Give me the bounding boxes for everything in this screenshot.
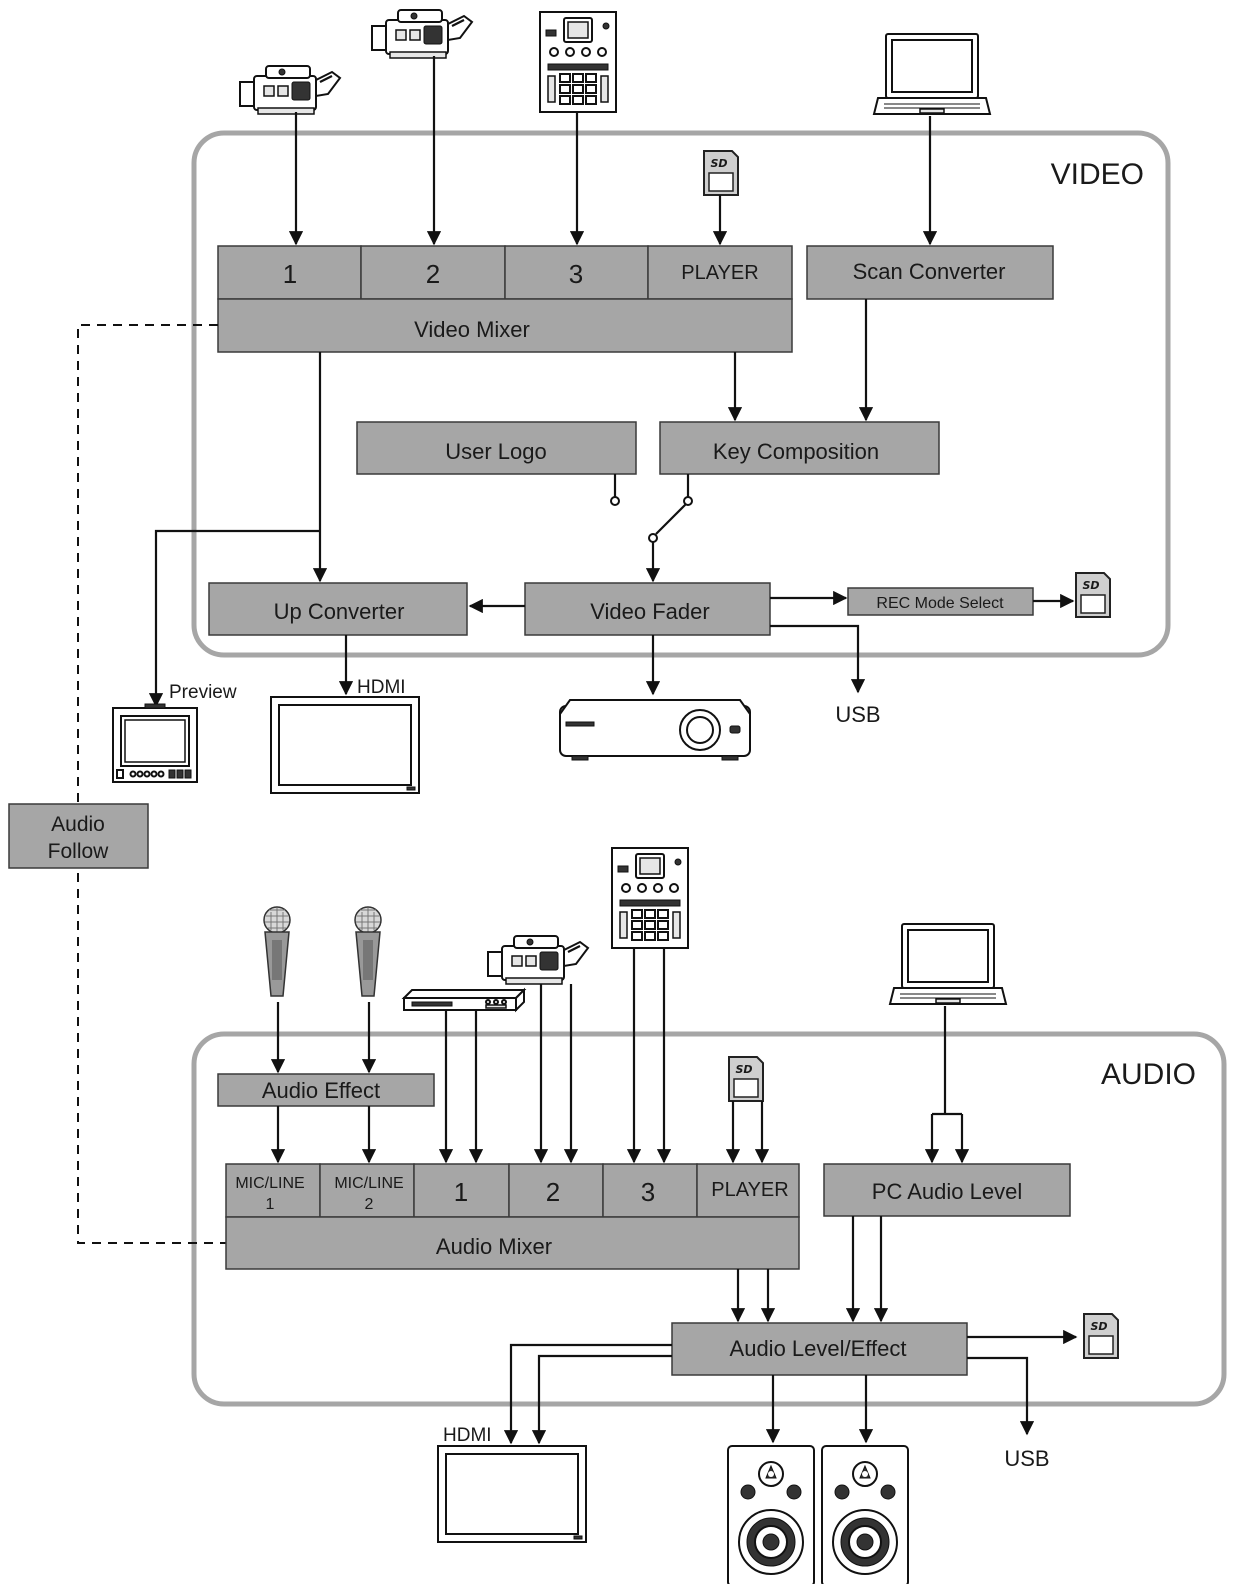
- video-input-row: 1 2 3 PLAYER: [218, 246, 792, 299]
- video-input-1-label: 1: [283, 259, 297, 289]
- fader-to-usb-line: [770, 626, 858, 692]
- audio-follow-dashed-link: [78, 325, 226, 1243]
- sd-card-audio-rec-icon: [1084, 1314, 1118, 1358]
- preview-label: Preview: [169, 682, 237, 703]
- audio-input-mic1-label: MIC/LINE: [235, 1175, 304, 1192]
- video-fader-label: Video Fader: [590, 599, 709, 624]
- projector-icon: [560, 700, 750, 760]
- audio-input-3-label: 3: [641, 1177, 655, 1207]
- level-to-hdmi-left-line: [511, 1345, 672, 1443]
- user-logo-switch-contact: [611, 497, 619, 505]
- camcorder-audio-icon: [488, 936, 588, 984]
- level-to-usb-line: [967, 1358, 1027, 1434]
- audio-usb-label: USB: [1004, 1446, 1049, 1471]
- switch-lever: [656, 504, 686, 534]
- sd-card-audio-player-icon: [729, 1057, 763, 1101]
- sd-card-player-icon: [704, 151, 738, 195]
- video-section-label: VIDEO: [1051, 158, 1144, 191]
- speaker-left-icon: [728, 1446, 814, 1584]
- key-composition-label: Key Composition: [713, 439, 879, 464]
- video-input-player-label: PLAYER: [681, 262, 758, 284]
- audio-input-mic2-label: MIC/LINE: [334, 1175, 403, 1192]
- audio-input-row: MIC/LINE 1 MIC/LINE 2 1 2 3 PLAYER: [226, 1164, 799, 1217]
- vr-controller-audio-icon: [612, 848, 688, 948]
- audio-section-label: AUDIO: [1101, 1058, 1196, 1091]
- laptop-audio-icon: [890, 924, 1006, 1004]
- pc-audio-level-label: PC Audio Level: [872, 1179, 1022, 1204]
- audio-follow-label-line2: Follow: [48, 840, 110, 863]
- audio-input-mic1-number: 1: [266, 1196, 275, 1213]
- video-usb-label: USB: [835, 702, 880, 727]
- laptop-icon: [874, 34, 990, 114]
- video-section-frame: [194, 133, 1168, 655]
- up-converter-label: Up Converter: [274, 599, 405, 624]
- microphone-2-icon: [355, 907, 381, 996]
- scan-converter-label: Scan Converter: [853, 259, 1006, 284]
- camcorder-1-icon: [240, 66, 340, 114]
- microphone-1-icon: [264, 907, 290, 996]
- laptop-audio-split-line: [932, 1006, 962, 1114]
- audio-input-1-label: 1: [454, 1177, 468, 1207]
- sd-card-rec-icon: [1076, 573, 1110, 617]
- audio-effect-label: Audio Effect: [262, 1078, 380, 1103]
- preview-monitor-icon: [113, 704, 197, 782]
- video-input-2-label: 2: [426, 259, 440, 289]
- audio-level-effect-label: Audio Level/Effect: [730, 1336, 907, 1361]
- audio-mixer-label: Audio Mixer: [436, 1234, 552, 1259]
- vr-controller-icon: [540, 12, 616, 112]
- switch-pivot: [649, 534, 657, 542]
- hdmi-monitor-icon: [271, 697, 419, 793]
- video-mixer-label: Video Mixer: [414, 317, 530, 342]
- audio-hdmi-monitor-icon: [438, 1446, 586, 1542]
- video-input-3-label: 3: [569, 259, 583, 289]
- dvd-player-icon: [404, 990, 524, 1010]
- speaker-right-icon: [822, 1446, 908, 1584]
- audio-input-player-label: PLAYER: [711, 1179, 788, 1201]
- audio-follow-label-line1: Audio: [51, 813, 105, 836]
- audio-input-2-label: 2: [546, 1177, 560, 1207]
- rec-mode-select-label: REC Mode Select: [876, 595, 1004, 612]
- audio-input-mic2-number: 2: [365, 1196, 374, 1213]
- video-hdmi-label: HDMI: [357, 677, 406, 698]
- level-to-hdmi-right-line: [539, 1356, 672, 1443]
- camcorder-2-icon: [372, 10, 472, 58]
- audio-hdmi-label: HDMI: [443, 1425, 492, 1446]
- user-logo-label: User Logo: [445, 439, 547, 464]
